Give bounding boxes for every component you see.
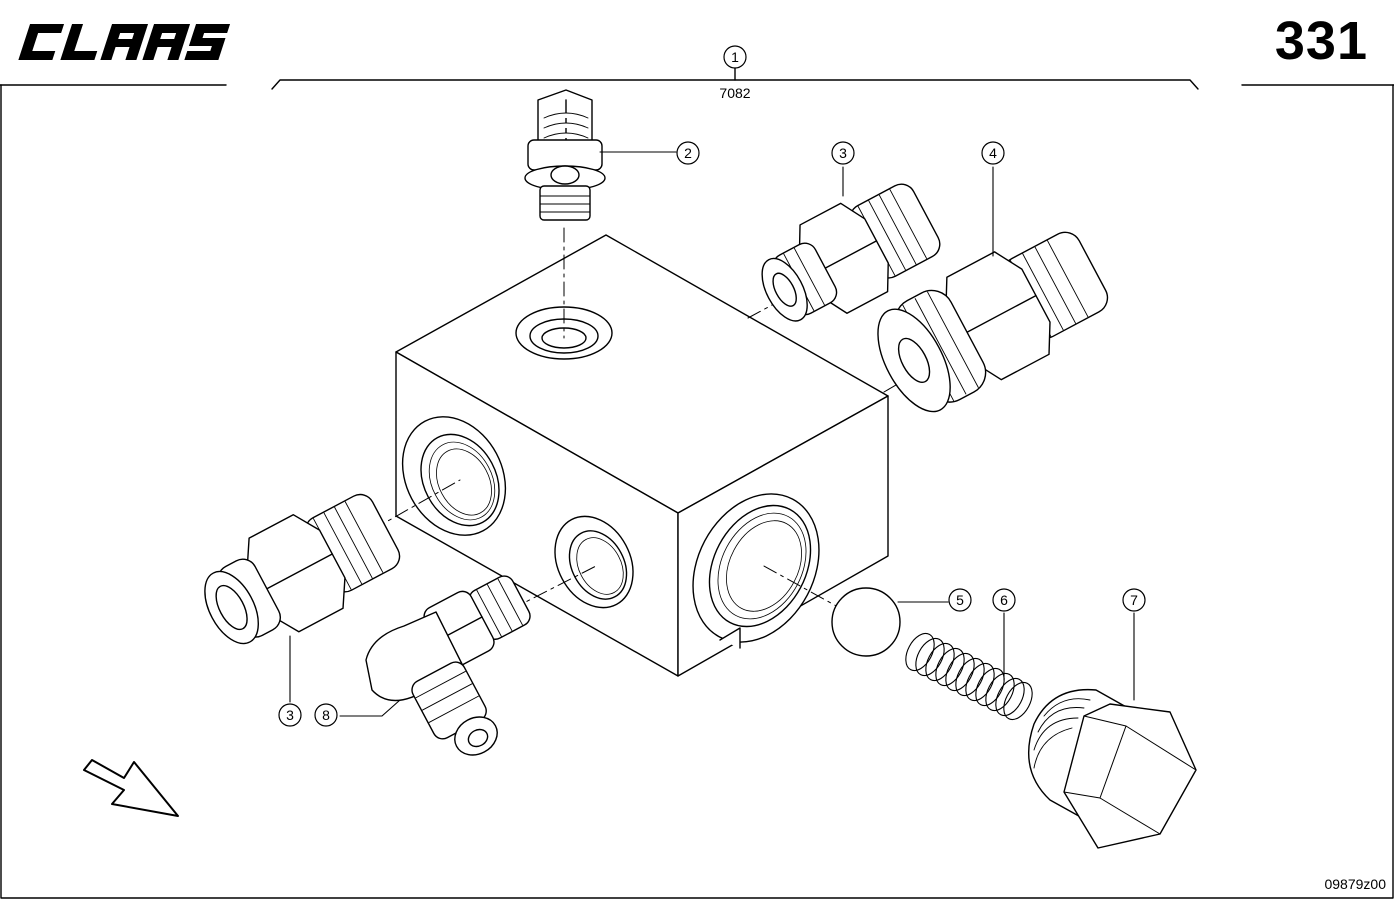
callout-5-label: 5 <box>956 592 964 608</box>
callout-6-circle <box>992 588 1016 612</box>
part-6-spring <box>905 632 1033 721</box>
page-border <box>0 84 1394 899</box>
callout-3-label: 3 <box>839 145 847 161</box>
callout-6: 6 <box>992 588 1016 612</box>
callout-7-circle <box>1122 588 1146 612</box>
claas-logo <box>18 24 231 60</box>
callout-4-label: 4 <box>989 145 997 161</box>
part-2-fitting <box>524 89 606 221</box>
callout-2-label: 2 <box>684 145 692 161</box>
part-7-hex-plug <box>1028 688 1197 849</box>
part-5-ball <box>831 587 901 657</box>
callout-2-circle <box>676 141 700 165</box>
callout-7-label: 7 <box>1130 592 1138 608</box>
callout-3-circle <box>831 141 855 165</box>
part-4-large-fitting <box>877 231 1109 413</box>
valve-block <box>395 234 889 677</box>
direction-arrow <box>83 759 179 817</box>
callout-8-circle <box>314 703 338 727</box>
callout-leaders <box>289 151 1135 717</box>
callout-3: 3 <box>831 141 855 165</box>
part-3-lower-fitting <box>204 493 401 645</box>
callout-8: 8 <box>314 703 338 727</box>
callout-8-label: 8 <box>322 707 330 723</box>
callout-3-lower: 3 <box>278 703 302 727</box>
callout-3-lower-circle <box>278 703 302 727</box>
callout-3-lower-label: 3 <box>286 707 294 723</box>
callout-1-label: 1 <box>731 49 739 65</box>
callout-4-circle <box>981 141 1005 165</box>
callout-4: 4 <box>981 141 1005 165</box>
callout-1: 1 <box>723 45 747 69</box>
callout-2: 2 <box>676 141 700 165</box>
assembly-bracket <box>271 67 1199 90</box>
part-8-elbow-fitting <box>365 575 531 756</box>
callout-5: 5 <box>948 588 972 612</box>
page-number: 331 <box>1274 11 1368 71</box>
callout-1-circle <box>723 45 747 69</box>
callout-6-label: 6 <box>1000 592 1008 608</box>
callout-7: 7 <box>1122 588 1146 612</box>
assembly-part-number: 7082 <box>719 85 750 101</box>
callout-5-circle <box>948 588 972 612</box>
callout-markers: 1 7082 2 3 4 5 6 7 3 8 <box>278 45 1146 727</box>
part-3-upper-fitting <box>761 183 941 322</box>
drawing-code: 09879z00 <box>1324 876 1386 892</box>
